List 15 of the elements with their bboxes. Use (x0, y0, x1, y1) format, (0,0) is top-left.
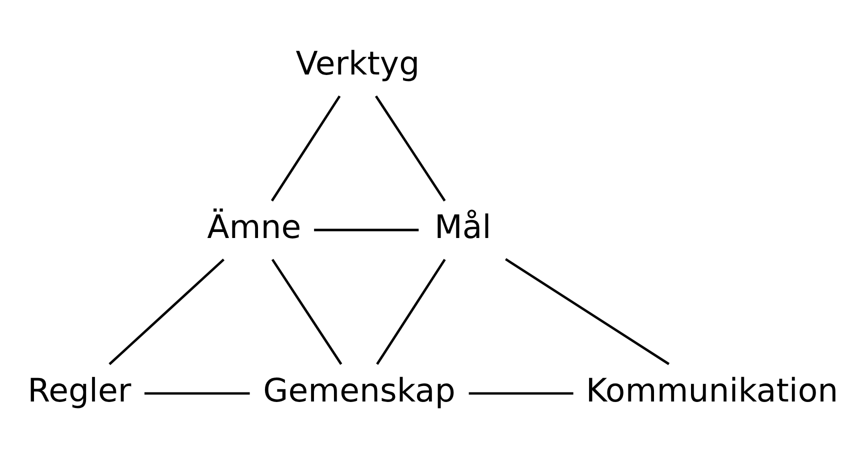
node-text: Mål (434, 208, 492, 246)
connector (374, 94, 446, 201)
connector (271, 258, 342, 364)
connector (270, 94, 341, 201)
node-text: Gemenskap (263, 370, 456, 409)
connector (144, 392, 250, 394)
node-text: Ämne (207, 208, 302, 246)
connector (314, 228, 419, 231)
connector (505, 258, 670, 365)
node-text: Regler (28, 370, 132, 409)
node-text: Verktyg (296, 44, 420, 82)
connector (376, 258, 446, 364)
connector (468, 392, 574, 394)
node-text: Kommunikation (586, 370, 838, 409)
connector (108, 258, 225, 365)
